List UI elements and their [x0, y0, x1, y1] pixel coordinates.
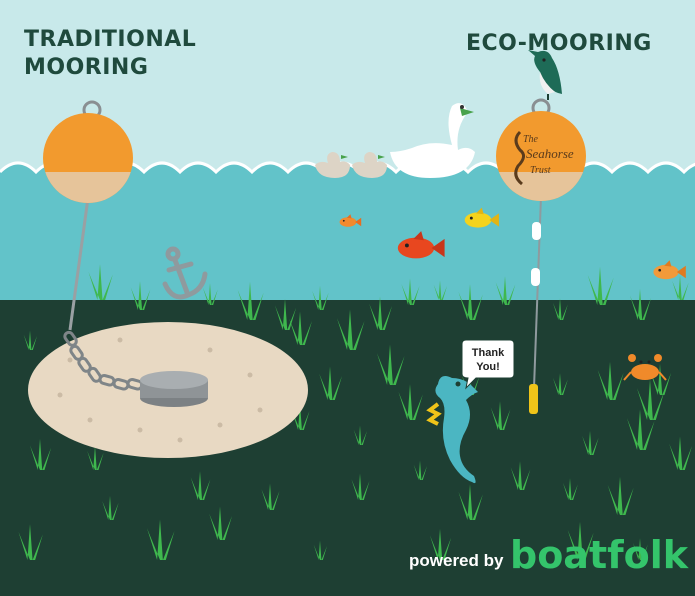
sand-pebble — [217, 422, 223, 428]
seagrass-tuft — [87, 445, 104, 470]
seagrass-tuft — [23, 330, 37, 350]
seagrass-tuft — [636, 379, 665, 420]
seagrass-tuft — [626, 409, 655, 450]
seagrass-tuft — [669, 436, 692, 470]
sand-pebble — [257, 407, 263, 413]
sand-pebble — [117, 337, 123, 343]
seagrass-tuft — [312, 285, 329, 310]
seagrass-tuft — [190, 471, 211, 500]
fish-group — [339, 207, 686, 280]
seagrass-tuft — [672, 275, 689, 300]
seagrass-tuft — [510, 461, 531, 490]
seagrass-tuft — [401, 278, 420, 305]
seagrass — [18, 264, 692, 560]
chain-link — [87, 366, 102, 383]
fish-icon — [339, 214, 362, 227]
seagrass-tuft — [629, 288, 652, 320]
speech-bubble — [461, 339, 515, 390]
seagrass-tuft — [398, 384, 423, 420]
seagrass-tuft — [291, 403, 310, 430]
mooring-rope — [68, 197, 90, 331]
seagrass-tuft — [567, 521, 594, 560]
seagrass-tuft — [319, 366, 342, 400]
seagrass-tuft — [562, 478, 578, 500]
anchor-icon — [162, 246, 208, 300]
seagrass-tuft — [582, 430, 599, 455]
seagrass-tuft — [649, 363, 672, 395]
chain-link — [63, 330, 78, 347]
sand-pebble — [247, 372, 253, 378]
seagrass-tuft — [458, 284, 483, 320]
sand-pebble — [57, 392, 63, 398]
seagrass-tuft — [587, 266, 614, 305]
crab-icon — [623, 354, 667, 381]
buoy-logo-line3: Trust — [530, 165, 551, 176]
helix-anchor — [529, 384, 538, 414]
sand-pebble — [177, 437, 183, 443]
buoy-logo-line2: Seahorse — [526, 146, 574, 161]
seagrass-tuft — [289, 311, 312, 345]
seagrass-tuft — [209, 506, 232, 540]
rope-floats — [531, 222, 541, 286]
seagrass-tuft — [552, 298, 568, 320]
seagrass-tuft — [490, 401, 511, 430]
seagrass-tuft — [313, 540, 327, 560]
seagrass-tuft — [351, 473, 370, 500]
seagrass-tuft — [29, 438, 52, 470]
seagrass-tuft — [336, 309, 365, 350]
seagrass-tuft — [552, 373, 568, 395]
seagrass-tuft — [274, 298, 297, 330]
seagrass-tuft — [261, 483, 280, 510]
seagrass-tuft — [369, 296, 392, 330]
seagrass-tuft — [495, 276, 516, 305]
sand-pebble — [207, 347, 213, 353]
bubble-line1: Thank — [472, 347, 505, 359]
traditional-title-line1: TRADITIONAL — [24, 27, 196, 52]
sand-pebble — [137, 427, 143, 433]
seagrass-tuft — [607, 476, 634, 515]
buoy-logo-line1: The — [523, 134, 539, 145]
seagrass-tuft — [429, 528, 452, 560]
powered-by-label: powered by — [409, 551, 504, 570]
seagrass-tuft — [458, 484, 483, 520]
eco-title: ECO-MOORING — [466, 31, 652, 56]
seagrass-tuft — [18, 524, 43, 560]
bubble-line2: You! — [476, 361, 500, 373]
brand-logo: boatfolk — [510, 533, 689, 577]
seagrass-tuft — [130, 281, 151, 310]
fish-icon — [464, 207, 499, 228]
fish-icon — [397, 231, 445, 259]
traditional-title-line2: MOORING — [24, 55, 148, 80]
traditional-buoy — [43, 100, 133, 203]
seagrass-tuft — [413, 460, 427, 480]
seagrass-tuft — [632, 538, 648, 560]
fish-icon — [653, 260, 686, 280]
seagrass-tuft — [88, 264, 113, 300]
seagrass-tuft — [597, 361, 624, 400]
seagrass-tuft — [102, 495, 119, 520]
duck-icon — [352, 152, 387, 178]
seagrass-tuft — [146, 519, 175, 560]
swan-icon — [390, 103, 475, 178]
seagrass-tuft — [202, 283, 218, 305]
sand-pebble — [87, 417, 93, 423]
seahorse-icon — [426, 376, 478, 484]
sand-pebble — [67, 357, 73, 363]
seagrass-tuft — [376, 344, 405, 385]
kingfisher-icon — [528, 50, 562, 100]
sand-pebbles — [57, 337, 263, 443]
mooring-block — [140, 371, 208, 407]
duck-icon — [315, 152, 350, 178]
seagrass-tuft — [353, 425, 367, 445]
seagrass-tuft — [433, 280, 447, 300]
seagrass-tuft — [237, 281, 264, 320]
